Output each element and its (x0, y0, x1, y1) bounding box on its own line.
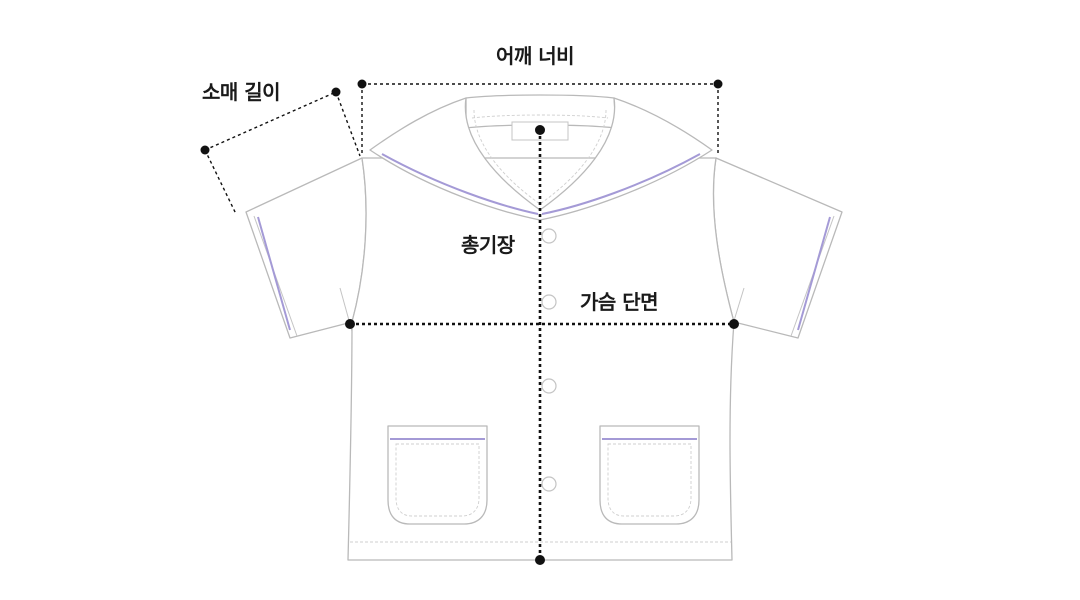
left-pocket (387, 425, 488, 525)
right-pocket (599, 425, 700, 525)
shoulder-width-measure (357, 79, 723, 156)
total-length-measure (535, 125, 545, 565)
sleeve-length-measure (200, 87, 361, 215)
total-length-label: 총기장 (461, 233, 515, 257)
chest-width-measure (345, 319, 739, 329)
shoulder-width-label: 어깨 너비 (496, 44, 575, 68)
sleeve-length-label: 소매 길이 (202, 80, 281, 104)
chest-width-label: 가슴 단면 (580, 290, 659, 314)
buttons (541, 228, 557, 492)
